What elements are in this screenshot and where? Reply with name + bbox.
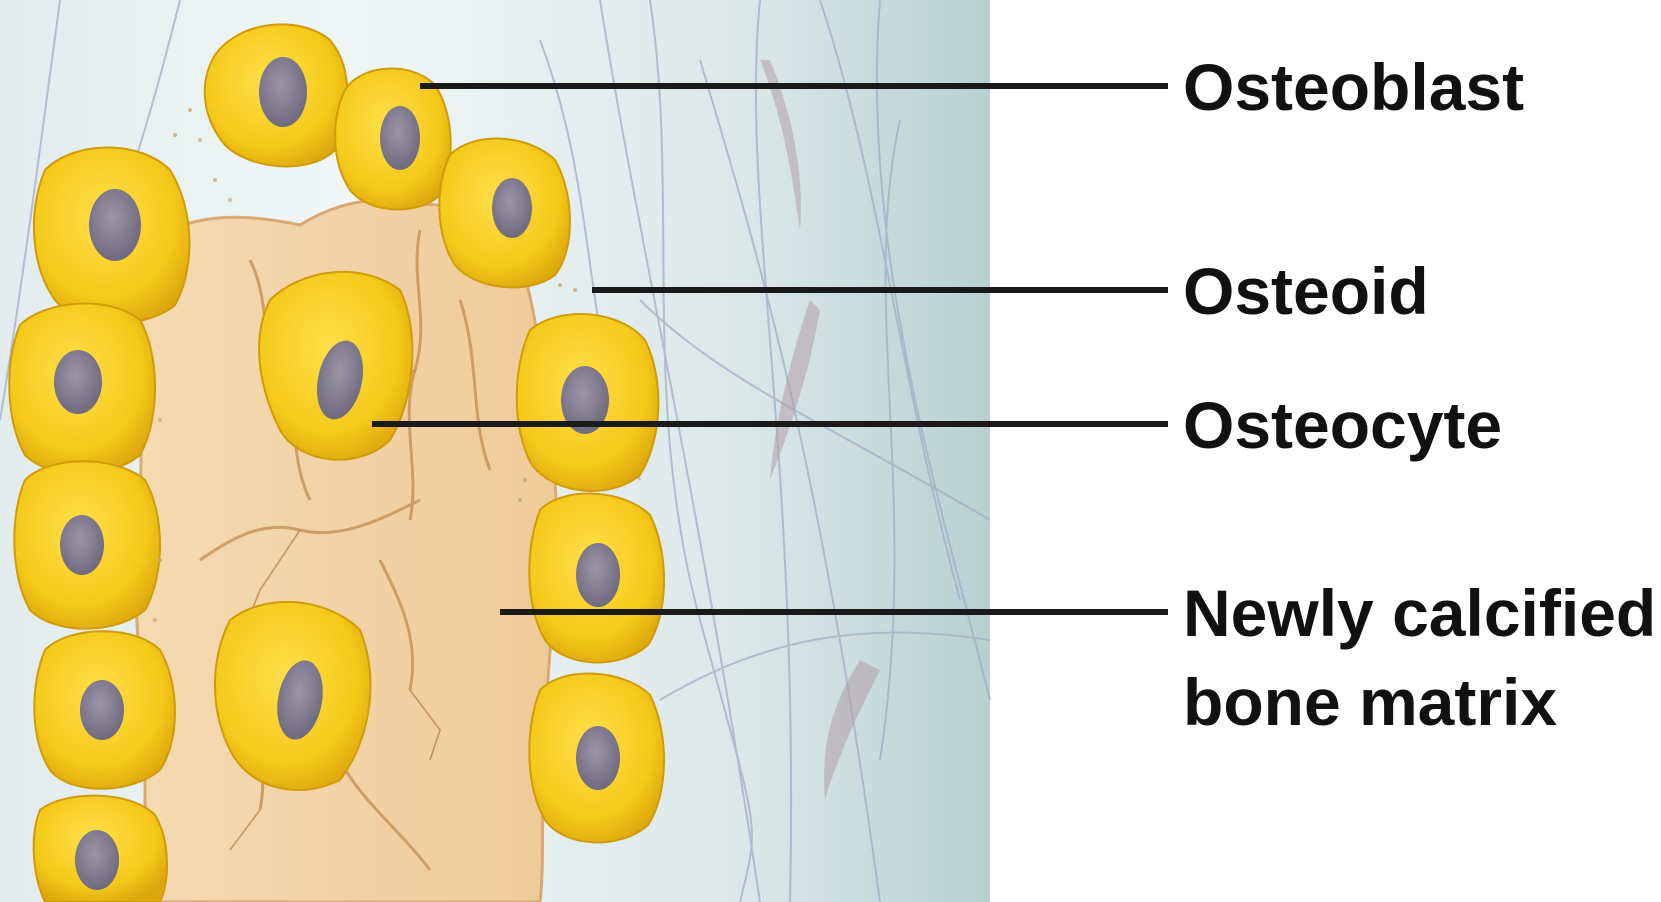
- osteoblast-cell: [529, 494, 664, 663]
- label-matrix-line2: bone matrix: [1183, 665, 1557, 739]
- osteoblast-cell: [205, 24, 348, 166]
- label-matrix-line1: Newly calcified: [1183, 576, 1656, 650]
- osteoblast-cell: [529, 674, 664, 843]
- label-osteoid: Osteoid: [1183, 254, 1429, 328]
- osteoblast-cell: [517, 314, 659, 491]
- labels: Osteoblast Osteoid Osteocyte Newly calci…: [1183, 50, 1656, 739]
- osteoblast-cell: [9, 304, 155, 474]
- osteoblast-cell: [34, 631, 175, 789]
- label-osteoblast: Osteoblast: [1183, 50, 1524, 124]
- osteoblast-cell: [439, 139, 570, 288]
- osteoblast-cell: [14, 461, 160, 629]
- osteoblast-cell: [335, 69, 451, 210]
- osteoblast-cell: [34, 796, 167, 902]
- osteoblast-cell: [34, 148, 190, 324]
- label-osteocyte: Osteocyte: [1183, 388, 1502, 462]
